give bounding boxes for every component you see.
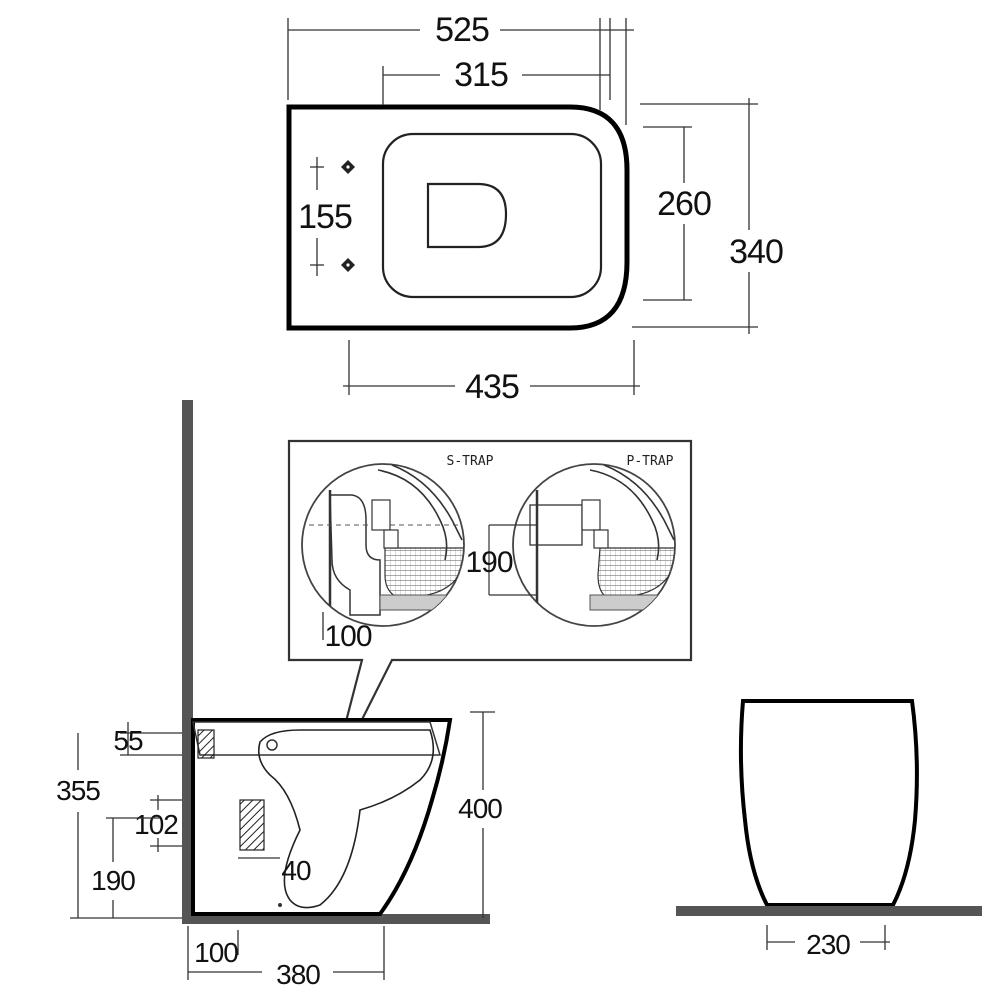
dim-label-315: 315 <box>454 56 508 94</box>
dim-260: 260 <box>643 126 712 301</box>
seat-opening <box>381 132 603 299</box>
dim-label-190: 190 <box>91 865 135 896</box>
dim-102: 102 <box>134 795 182 852</box>
dim-label-40: 40 <box>281 855 311 886</box>
fixing-holes <box>341 160 355 272</box>
trap-inset: 100 S-TRAP 190 P-TRAP <box>287 439 693 784</box>
floor-front <box>676 906 982 916</box>
dim-label-190-ptrap: 190 <box>465 546 512 579</box>
dim-55: 55 <box>113 722 182 756</box>
dim-525: 525 <box>287 11 634 125</box>
dim-label-380: 380 <box>276 959 320 990</box>
dim-label-260: 260 <box>657 185 711 223</box>
dim-label-355: 355 <box>56 775 100 806</box>
dim-label-435: 435 <box>465 368 519 406</box>
front-view: 230 <box>676 699 982 960</box>
s-trap-label: S-TRAP <box>447 454 494 469</box>
dim-label-100-strap: 100 <box>324 620 371 653</box>
dim-label-100: 100 <box>194 937 238 968</box>
dim-label-55: 55 <box>113 725 143 756</box>
pan-body-front <box>738 699 919 907</box>
inner-bowl <box>426 182 508 249</box>
dim-label-102: 102 <box>134 809 178 840</box>
dim-315: 315 <box>382 56 610 105</box>
side-view: 55 355 102 190 40 <box>56 400 503 990</box>
dim-label-525: 525 <box>435 11 489 49</box>
p-trap-detail: 190 P-TRAP <box>465 454 676 627</box>
dim-230: 230 <box>766 925 890 960</box>
dim-155: 155 <box>298 157 353 276</box>
dim-label-340: 340 <box>729 233 783 271</box>
dim-355: 355 <box>56 733 182 919</box>
bowl-outline-top <box>286 104 630 331</box>
dim-380: 380 <box>188 926 385 990</box>
dim-435: 435 <box>343 340 640 406</box>
dim-label-230: 230 <box>806 929 850 960</box>
dim-400: 400 <box>458 711 503 918</box>
top-view: 525 315 155 260 <box>286 11 784 406</box>
dim-label-400: 400 <box>458 793 502 824</box>
pan-body-side <box>191 718 453 916</box>
dim-label-155: 155 <box>298 198 352 236</box>
wall <box>182 400 193 920</box>
p-trap-label: P-TRAP <box>627 454 674 469</box>
floor-side <box>182 914 490 924</box>
dim-190: 190 <box>91 817 160 918</box>
dim-340: 340 <box>632 98 784 334</box>
s-trap-detail: 100 S-TRAP <box>301 454 494 653</box>
dim-100: 100 <box>187 926 239 980</box>
